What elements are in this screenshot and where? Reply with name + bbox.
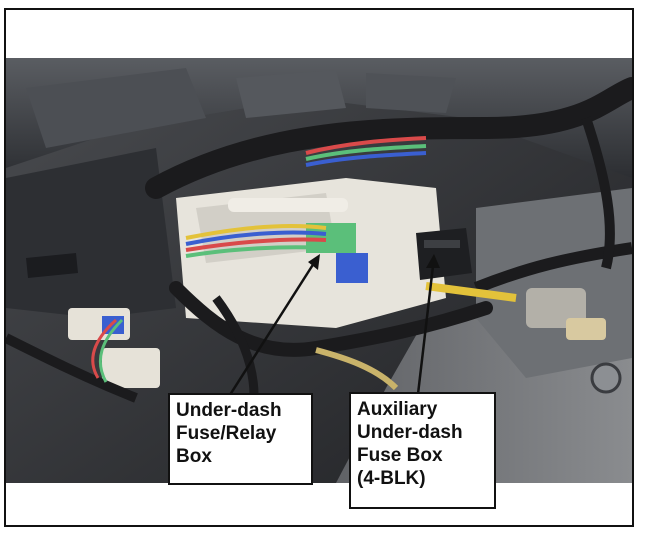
pointer-arrow-auxiliary-fuse-box xyxy=(416,265,435,395)
label-line: Under-dash xyxy=(176,400,282,421)
label-line: Box xyxy=(176,446,212,467)
blue-connector xyxy=(336,253,368,283)
photo-illustration xyxy=(6,58,632,483)
left-bracket xyxy=(6,148,176,318)
label-line: Fuse/Relay xyxy=(176,423,277,444)
label-line: Fuse Box xyxy=(357,445,443,466)
under-dash-photo xyxy=(6,58,632,483)
main-harness-tape xyxy=(145,77,632,199)
label-line: (4-BLK) xyxy=(357,468,426,489)
label-under-dash-fuse-relay-box: Under-dash Fuse/Relay Box xyxy=(168,393,313,485)
auxiliary-fuse-box xyxy=(416,228,472,280)
label-line: Auxiliary xyxy=(357,399,438,420)
dash-vent-shadow xyxy=(26,68,206,148)
label-auxiliary-under-dash-fuse-box: Auxiliary Under-dash Fuse Box (4-BLK) xyxy=(349,392,496,509)
pointer-arrow-fuse-relay-box xyxy=(226,262,316,399)
label-line: Under-dash xyxy=(357,422,463,443)
